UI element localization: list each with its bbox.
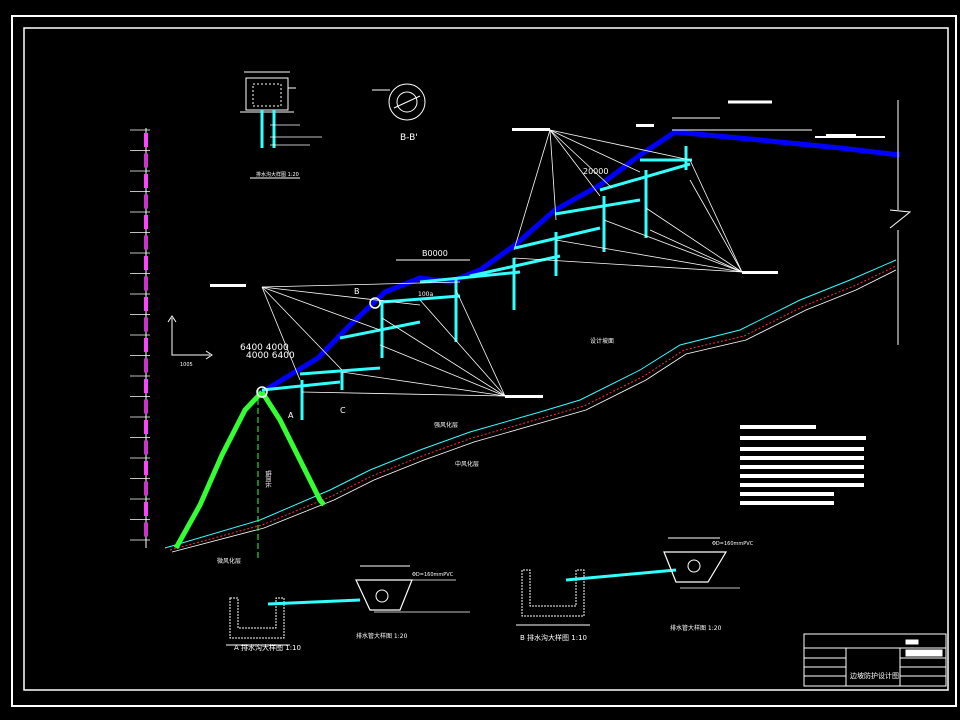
fan-line [549, 129, 557, 221]
detail-a-mid-caption: 排水管大样图 1:20 [356, 632, 408, 640]
fan-line [689, 179, 743, 273]
bench-label: 100a [418, 291, 433, 298]
scale-segment [144, 194, 148, 209]
detail-b-mid-caption: 排水管大样图 1:20 [670, 624, 722, 632]
layer-2-label: 中风化层 [455, 460, 479, 468]
fan-line [381, 317, 506, 397]
scale-segment [144, 256, 148, 270]
detail-a-drawing [226, 565, 470, 646]
scale-segment [144, 235, 148, 250]
anchor-length-label: 锚固长 [264, 470, 272, 488]
scale-segment [144, 215, 148, 229]
title-block-name: 边坡防护设计图 [850, 671, 899, 680]
fan-line [513, 129, 551, 251]
detail-topleft-caption: 排水沟大样图 1:20 [256, 171, 299, 178]
layer-1-label: 强风化层 [434, 421, 458, 429]
anchor-head-b-icon [369, 297, 381, 309]
scale-segment [144, 133, 148, 147]
marker-b: B [354, 287, 360, 296]
fan-line [379, 344, 506, 397]
title-block [803, 633, 947, 687]
design-slope-line [260, 129, 901, 395]
fan-line [549, 129, 691, 161]
anchor-bar [419, 270, 521, 284]
fan-line [549, 129, 613, 189]
scale-segment [144, 379, 148, 393]
green-support-structure [173, 390, 326, 550]
dim-bottom: 4000 6400 [246, 351, 295, 361]
scale-segment [144, 461, 148, 475]
marker-c: C [340, 406, 346, 415]
anchor-bar [299, 366, 381, 376]
fan-line [261, 281, 461, 288]
detail-b-drawing [516, 537, 740, 626]
scale-segment [144, 481, 148, 496]
fan-line [645, 207, 743, 273]
scale-segment [144, 522, 148, 537]
fan-line [419, 299, 506, 397]
slope-note: 设计坡面 [590, 337, 614, 345]
leader-tags [210, 124, 856, 398]
dim-b0000: B0000 [422, 249, 448, 258]
scale-segment [144, 174, 148, 188]
outer-frame [11, 15, 957, 707]
anchor-head-icon [256, 386, 268, 398]
fan-line [301, 391, 506, 397]
drain-detail-topleft [240, 71, 322, 179]
scale-segment [144, 358, 148, 373]
marker-a: A [288, 411, 294, 420]
fan-line [549, 129, 601, 197]
elevation-label: 1005 [180, 362, 193, 368]
scale-segment [144, 420, 148, 434]
fan-line [261, 286, 301, 381]
fan-line [261, 286, 381, 331]
fan-line [513, 257, 743, 273]
fan-line [555, 239, 743, 273]
ground-profile [164, 259, 897, 553]
scale-segment [144, 153, 148, 168]
pipe-spec-b: ΦD=160mmPVC [712, 541, 754, 547]
fan-line [649, 229, 743, 273]
scale-segment [144, 338, 148, 352]
dim-top: 6400 4000 [240, 343, 289, 353]
anchor-bar [554, 198, 641, 216]
scale-segment [144, 276, 148, 291]
fan-line [341, 371, 506, 397]
fan-line [261, 286, 343, 371]
fan-line [549, 129, 641, 173]
anchor-rods [261, 146, 692, 420]
scale-segment [144, 440, 148, 455]
fan-line [689, 159, 743, 273]
axis-arrow-icon [167, 315, 213, 360]
scale-segment [144, 317, 148, 332]
section-bb-detail [372, 83, 426, 121]
anchor-bar [381, 294, 461, 304]
fan-line [261, 286, 421, 306]
section-bb-label: B-B' [400, 133, 418, 143]
scale-segment [144, 502, 148, 516]
notes-block [740, 425, 866, 505]
fan-line [455, 289, 506, 397]
dim-2000: 20000 [583, 167, 608, 176]
scale-segment [144, 297, 148, 311]
elevation-scale [130, 128, 150, 548]
fan-line [603, 219, 743, 273]
pipe-spec-a: ΦD=160mmPVC [412, 572, 454, 578]
reference-fan-lines [261, 129, 743, 397]
detail-b-caption: B 排水沟大样图 1:10 [520, 633, 587, 642]
detail-a-caption: A 排水沟大样图 1:10 [234, 643, 301, 652]
scale-segment [144, 399, 148, 414]
inner-frame [23, 27, 949, 691]
layer-3-label: 微风化层 [217, 557, 241, 565]
